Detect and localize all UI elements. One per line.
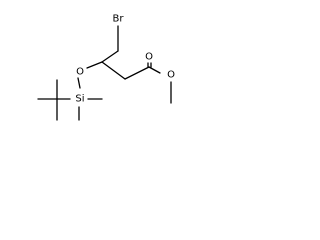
bond-c3-c2: [101, 61, 126, 80]
atom-label-o-ester: O: [167, 70, 175, 81]
bond-c3-o-ether: [86, 61, 103, 69]
chemical-structure: Br O Si O O: [37, 14, 175, 121]
atom-label-o-carbonyl: O: [145, 52, 153, 63]
bond-c2-c1: [124, 66, 150, 80]
bond-layer: [37, 25, 172, 121]
atom-label-br: Br: [113, 14, 125, 25]
atom-label-layer: Br O Si O O: [75, 14, 175, 105]
bond-c3-c4: [101, 50, 119, 63]
bond-o-ether-si: [77, 77, 81, 89]
bond-c1-o-ester: [148, 66, 161, 74]
atom-label-si: Si: [75, 94, 84, 105]
atom-label-o-ether: O: [76, 67, 84, 78]
